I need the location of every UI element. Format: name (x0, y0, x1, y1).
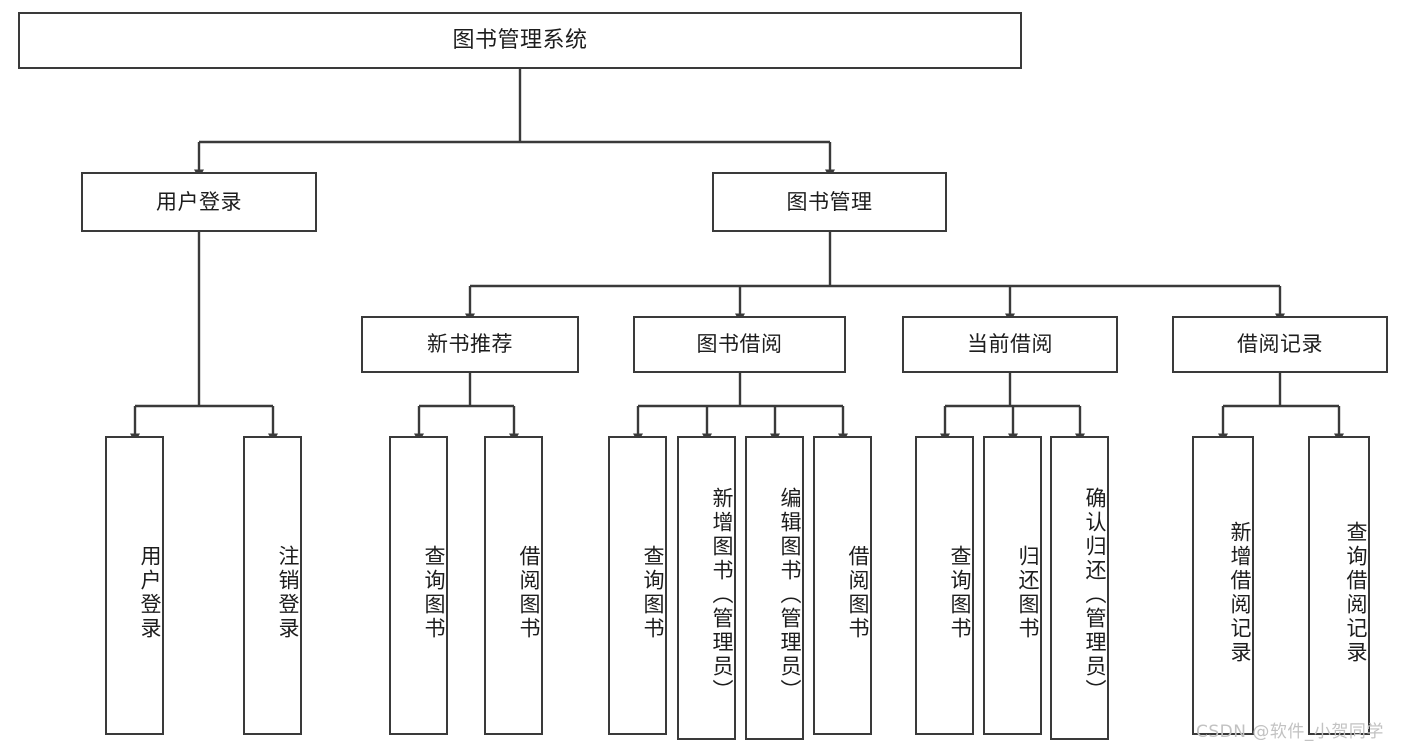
node-l-bb-edit-book[interactable]: 编辑图书（管理员） (745, 436, 804, 740)
node-label: 借阅图书 (846, 544, 870, 641)
node-l-rec-borrow-book[interactable]: 借阅图书 (484, 436, 543, 735)
node-label: 查询借阅记录 (1344, 520, 1368, 665)
edge-group (130, 69, 1344, 443)
node-label: 图书管理 (786, 189, 873, 214)
node-l-user-login[interactable]: 用户登录 (105, 436, 164, 735)
node-l-bb-borrow-book[interactable]: 借阅图书 (813, 436, 872, 735)
node-label: 图书管理系统 (452, 27, 588, 53)
node-label: 查询图书 (422, 544, 446, 641)
node-label: 编辑图书（管理员） (778, 487, 802, 703)
node-label: 新增借阅记录 (1228, 520, 1252, 665)
node-label: 新书推荐 (427, 332, 513, 357)
node-label: 借阅记录 (1237, 332, 1323, 357)
node-l-cb-return-book[interactable]: 归还图书 (983, 436, 1042, 735)
node-n-book-manage[interactable]: 图书管理 (712, 172, 947, 232)
node-n-new-book-rec[interactable]: 新书推荐 (361, 316, 579, 373)
node-l-cb-confirm-return[interactable]: 确认归还（管理员） (1050, 436, 1109, 740)
node-n-borrow-record[interactable]: 借阅记录 (1172, 316, 1388, 373)
node-label: 归还图书 (1016, 544, 1040, 641)
node-root[interactable]: 图书管理系统 (18, 12, 1022, 69)
node-label: 查询图书 (948, 544, 972, 641)
node-l-bb-add-book[interactable]: 新增图书（管理员） (677, 436, 736, 740)
node-label: 用户登录 (138, 544, 162, 641)
node-n-user-login[interactable]: 用户登录 (81, 172, 317, 232)
node-l-br-query-record[interactable]: 查询借阅记录 (1308, 436, 1370, 735)
node-l-cb-query-book[interactable]: 查询图书 (915, 436, 974, 735)
node-l-bb-query-book[interactable]: 查询图书 (608, 436, 667, 735)
csdn-watermark: CSDN @软件_小贺同学 (1196, 722, 1384, 742)
node-label: 注销登录 (276, 544, 300, 641)
node-l-user-logout[interactable]: 注销登录 (243, 436, 302, 735)
node-label: 图书借阅 (696, 332, 783, 357)
node-label: 新增图书（管理员） (710, 487, 734, 703)
node-label: 借阅图书 (517, 544, 541, 641)
node-n-current-borrow[interactable]: 当前借阅 (902, 316, 1118, 373)
node-label: 确认归还（管理员） (1083, 487, 1107, 703)
node-n-book-borrow[interactable]: 图书借阅 (633, 316, 846, 373)
node-l-rec-query-book[interactable]: 查询图书 (389, 436, 448, 735)
node-label: 用户登录 (156, 189, 242, 214)
node-label: 查询图书 (641, 544, 665, 641)
node-l-br-add-record[interactable]: 新增借阅记录 (1192, 436, 1254, 735)
node-label: 当前借阅 (967, 332, 1053, 357)
